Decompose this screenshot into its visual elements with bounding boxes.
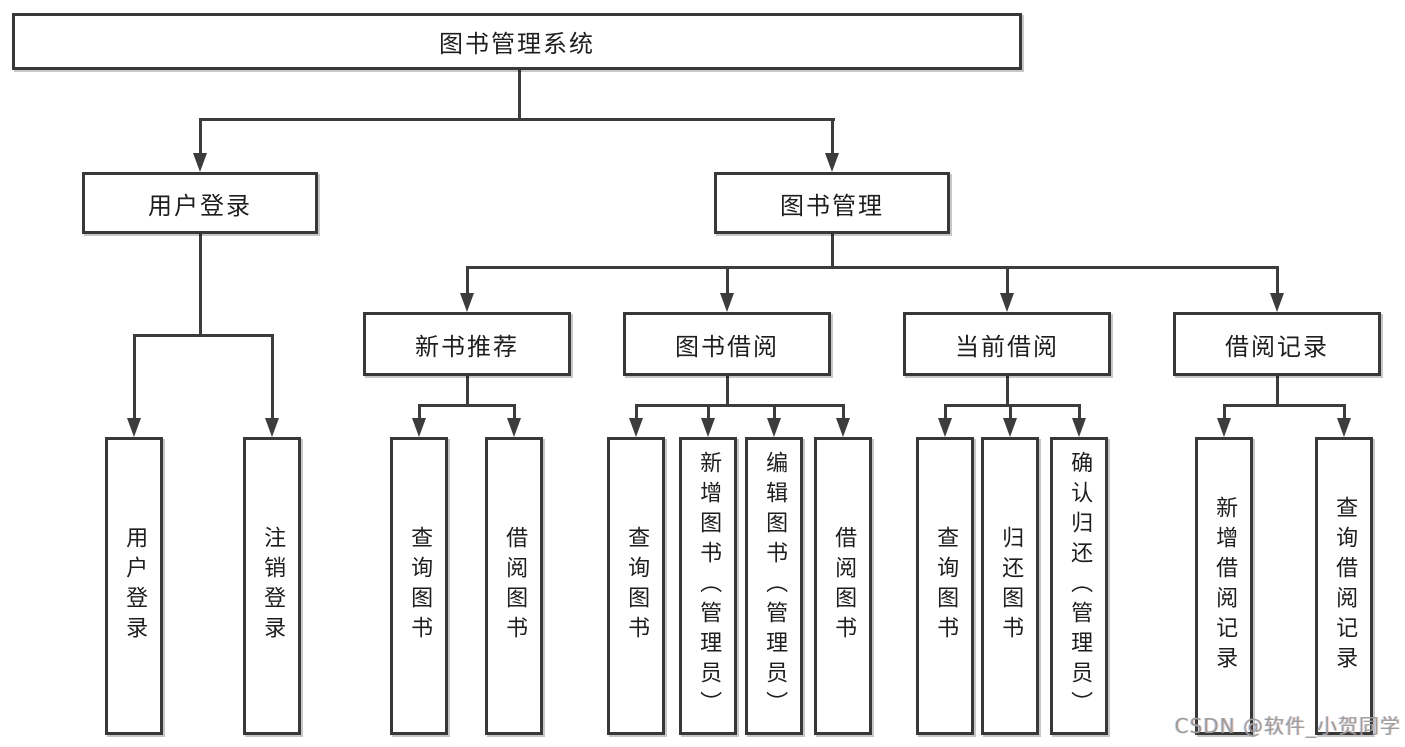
connector-line xyxy=(199,118,835,121)
arrow-down-icon xyxy=(1270,293,1284,312)
connector-line xyxy=(726,267,729,298)
node-label: 当前借阅 xyxy=(955,332,1059,361)
leaf-label: 查询图书 xyxy=(624,526,650,646)
leaf-query-books-borrowing: 查询图书 xyxy=(607,437,665,735)
arrow-down-icon xyxy=(1337,418,1351,437)
node-label: 图书借阅 xyxy=(675,332,779,361)
node-label: 新书推荐 xyxy=(415,332,519,361)
leaf-add-book-admin: 新增图书（管理员） xyxy=(679,437,737,735)
node-book-management: 图书管理 xyxy=(714,172,950,234)
connector-line xyxy=(773,405,776,422)
arrow-down-icon xyxy=(1072,418,1086,437)
connector-line xyxy=(1223,405,1226,422)
connector-line xyxy=(418,404,516,407)
arrow-down-icon xyxy=(193,153,207,172)
connector-line xyxy=(466,266,1279,269)
connector-line xyxy=(831,119,834,158)
connector-line xyxy=(635,405,638,422)
connector-line xyxy=(1276,376,1279,407)
arrow-down-icon xyxy=(629,418,643,437)
arrow-down-icon xyxy=(507,418,521,437)
connector-line xyxy=(518,70,521,121)
connector-line xyxy=(133,334,274,337)
leaf-label: 用户登录 xyxy=(122,526,148,646)
arrow-down-icon xyxy=(265,418,279,437)
node-current-borrowing: 当前借阅 xyxy=(903,312,1111,376)
connector-line xyxy=(1276,267,1279,298)
leaf-label: 查询图书 xyxy=(933,526,959,646)
leaf-borrow-books-recommend: 借阅图书 xyxy=(485,437,543,735)
connector-line xyxy=(707,405,710,422)
leaf-label: 确认归还（管理员） xyxy=(1067,451,1093,721)
connector-line xyxy=(1078,405,1081,422)
node-label: 图书管理系统 xyxy=(439,30,595,58)
csdn-watermark: CSDN @软件_小贺同学 xyxy=(1174,714,1401,738)
connector-line xyxy=(944,404,1081,407)
leaf-label: 归还图书 xyxy=(998,526,1024,646)
arrow-down-icon xyxy=(1217,418,1231,437)
node-label: 用户登录 xyxy=(148,191,252,220)
node-root-library-system: 图书管理系统 xyxy=(12,13,1022,70)
connector-line xyxy=(726,376,729,407)
leaf-label: 新增图书（管理员） xyxy=(696,451,722,721)
connector-line xyxy=(418,405,421,422)
leaf-label: 借阅图书 xyxy=(502,526,528,646)
leaf-borrow-books-borrowing: 借阅图书 xyxy=(814,437,872,735)
arrow-down-icon xyxy=(701,418,715,437)
node-borrowing-records: 借阅记录 xyxy=(1173,312,1381,376)
leaf-label: 查询借阅记录 xyxy=(1332,496,1358,676)
arrow-down-icon xyxy=(412,418,426,437)
arrow-down-icon xyxy=(127,418,141,437)
arrow-down-icon xyxy=(1003,418,1017,437)
connector-line xyxy=(944,405,947,422)
leaf-edit-book-admin: 编辑图书（管理员） xyxy=(745,437,803,735)
connector-line xyxy=(199,234,202,337)
leaf-add-borrow-record: 新增借阅记录 xyxy=(1195,437,1253,735)
connector-line xyxy=(842,405,845,422)
leaf-query-books-recommend: 查询图书 xyxy=(390,437,448,735)
node-book-borrowing: 图书借阅 xyxy=(623,312,831,376)
node-label: 借阅记录 xyxy=(1225,332,1329,361)
connector-line xyxy=(466,267,469,298)
connector-line xyxy=(466,376,469,407)
arrow-down-icon xyxy=(720,293,734,312)
leaf-return-book: 归还图书 xyxy=(981,437,1039,735)
leaf-label: 查询图书 xyxy=(407,526,433,646)
leaf-user-login: 用户登录 xyxy=(105,437,163,735)
node-label: 图书管理 xyxy=(780,191,884,220)
connector-line xyxy=(199,119,202,158)
connector-line xyxy=(831,234,834,269)
connector-line xyxy=(1223,404,1346,407)
leaf-label: 借阅图书 xyxy=(831,526,857,646)
leaf-logout: 注销登录 xyxy=(243,437,301,735)
connector-line xyxy=(513,405,516,422)
arrow-down-icon xyxy=(836,418,850,437)
arrow-down-icon xyxy=(1000,293,1014,312)
connector-line xyxy=(1006,376,1009,407)
leaf-query-borrow-record: 查询借阅记录 xyxy=(1315,437,1373,735)
connector-line xyxy=(1343,405,1346,422)
leaf-label: 新增借阅记录 xyxy=(1212,496,1238,676)
connector-line xyxy=(1006,267,1009,298)
arrow-down-icon xyxy=(938,418,952,437)
leaf-label: 编辑图书（管理员） xyxy=(762,451,788,721)
node-new-book-recommendation: 新书推荐 xyxy=(363,312,571,376)
arrow-down-icon xyxy=(460,293,474,312)
connector-line xyxy=(1009,405,1012,422)
connector-line xyxy=(133,335,136,423)
arrow-down-icon xyxy=(825,153,839,172)
leaf-confirm-return-admin: 确认归还（管理员） xyxy=(1050,437,1108,735)
connector-line xyxy=(271,335,274,423)
arrow-down-icon xyxy=(767,418,781,437)
node-user-login: 用户登录 xyxy=(82,172,318,234)
connector-line xyxy=(635,404,845,407)
leaf-label: 注销登录 xyxy=(260,526,286,646)
leaf-query-books-current: 查询图书 xyxy=(916,437,974,735)
